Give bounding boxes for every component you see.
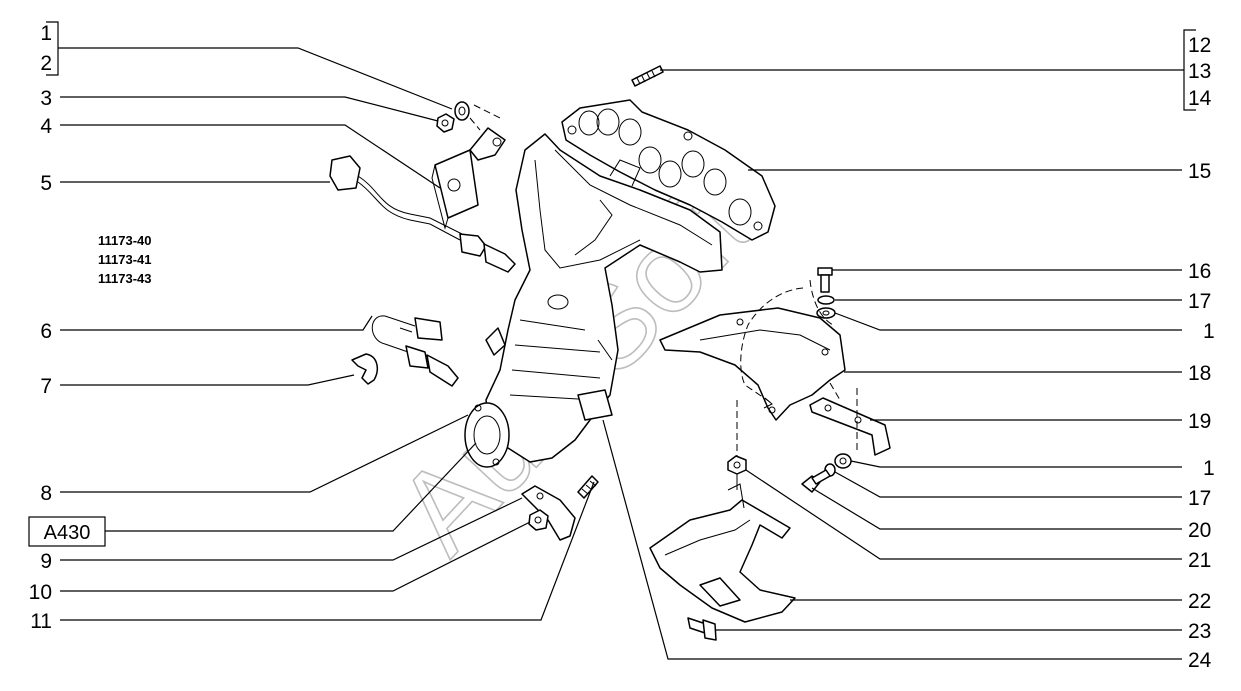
upper-shield-bolt-part [816,267,836,319]
left-callouts: 1 2 3 4 5 6 7 8 9 10 11 [29,22,53,633]
callout-number: 7 [40,375,52,398]
assembly-lines [469,104,858,456]
manifold-gasket-part [561,99,776,241]
manifold-catalyst-part [485,133,723,463]
reference-box-label: A430 [44,522,91,544]
callout-number: 10 [29,581,52,604]
callout-number: 17 [1188,290,1211,313]
callout-number: 6 [40,320,52,343]
lower-shield-bolt-part [687,617,717,641]
model-code: 11173-40 [98,233,152,248]
nut-washer-part [436,101,470,133]
callout-number: 3 [40,87,52,110]
callout-number: 1 [1203,320,1215,343]
outlet-gasket-part [464,402,510,468]
callout-number: 1 [1203,457,1215,480]
lower-oxygen-sensor-part [371,315,459,387]
flange-stud-part [577,475,599,499]
callout-number: 19 [1188,410,1211,433]
bracket-part [431,127,506,230]
callout-number: 8 [40,482,52,505]
callout-number: 1 [40,22,52,45]
callout-number: 17 [1188,487,1211,510]
lock-plate-part [521,485,576,541]
shield-bolt-part [801,469,831,493]
lower-heat-shield-part [649,483,796,623]
callout-number: 18 [1188,362,1211,385]
shield-bracket-part [809,397,891,456]
model-codes: 11173-40 11173-41 11173-43 [98,233,152,286]
leader-lines [46,21,1196,660]
callout-number: 12 [1188,34,1211,57]
callout-number: 11 [30,610,52,633]
reference-box: A430 [28,516,106,547]
model-code: 11173-41 [98,252,152,267]
callout-number: 9 [40,550,52,573]
callout-number: 23 [1188,620,1211,643]
clip-part [351,353,379,385]
flange-nut-part [528,509,549,531]
lower-washers-part [824,453,852,477]
shield-nut-part [727,455,747,490]
callout-number: 16 [1188,260,1211,283]
callout-number: 21 [1188,549,1211,572]
callout-number: 14 [1188,87,1212,110]
callout-number: 2 [40,52,52,75]
upper-heat-shield-part [659,307,846,421]
callout-number: 4 [40,115,52,138]
right-callouts: 12 13 14 15 16 17 1 18 19 1 17 20 21 22 … [1188,34,1215,672]
callout-number: 13 [1188,60,1211,83]
stud-part [631,65,664,87]
callout-number: 15 [1188,160,1211,183]
callout-number: 24 [1188,649,1212,672]
callout-number: 20 [1188,519,1211,542]
callout-number: 5 [40,172,52,195]
upper-oxygen-sensor-part [329,155,516,273]
callout-number: 22 [1188,590,1211,613]
model-code: 11173-43 [98,271,152,286]
